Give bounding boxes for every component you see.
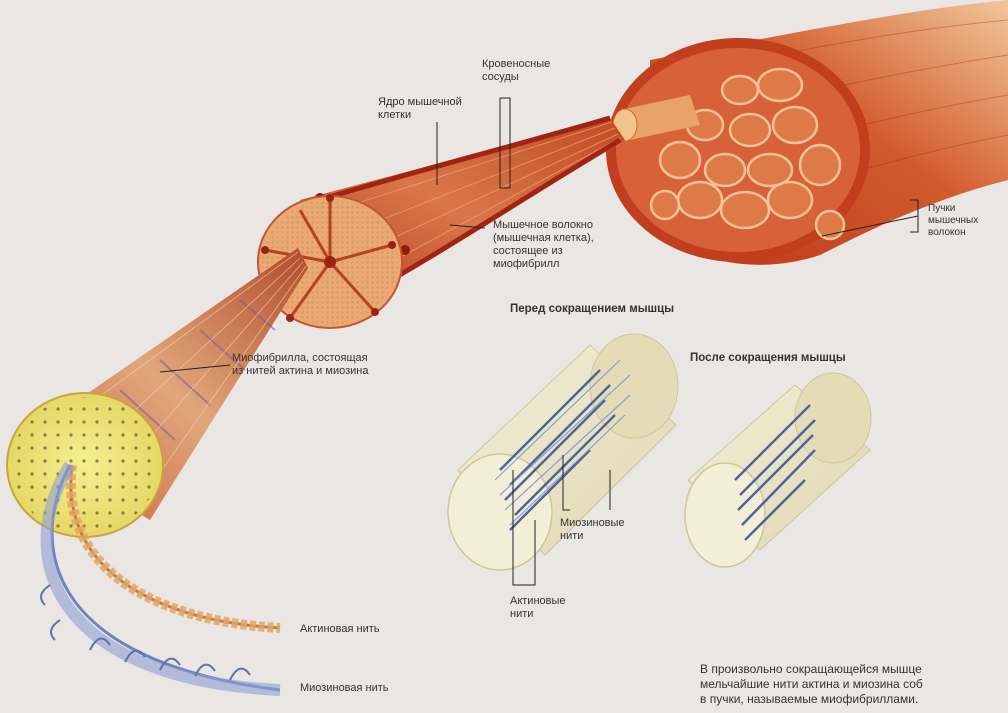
label-blood-vessels: Кровеносные сосуды [482, 58, 550, 84]
label-actin-thread: Актиновая нить [300, 623, 380, 636]
label-fiber-bundles: Пучки мышечных волокон [928, 203, 978, 239]
label-nucleus: Ядро мышечной клетки [378, 96, 462, 122]
label-before-contraction: Перед сокращением мышцы [510, 303, 674, 316]
label-myosin-thread: Миозиновая нить [300, 682, 389, 695]
label-myosin-filaments: Миозиновые нити [560, 517, 625, 543]
myofibril-face [7, 393, 163, 537]
label-muscle-fiber: Мышечное волокно (мышечная клетка), сост… [493, 219, 594, 271]
after-contraction-cylinder [685, 373, 871, 567]
label-myofibril: Миофибрилла, состоящая из нитей актина и… [232, 352, 368, 378]
label-actin-filaments: Актиновые нити [510, 595, 566, 621]
label-after-contraction: После сокращения мышцы [690, 352, 846, 365]
caption-text: В произвольно сокращающейся мышце мельча… [700, 662, 1008, 707]
